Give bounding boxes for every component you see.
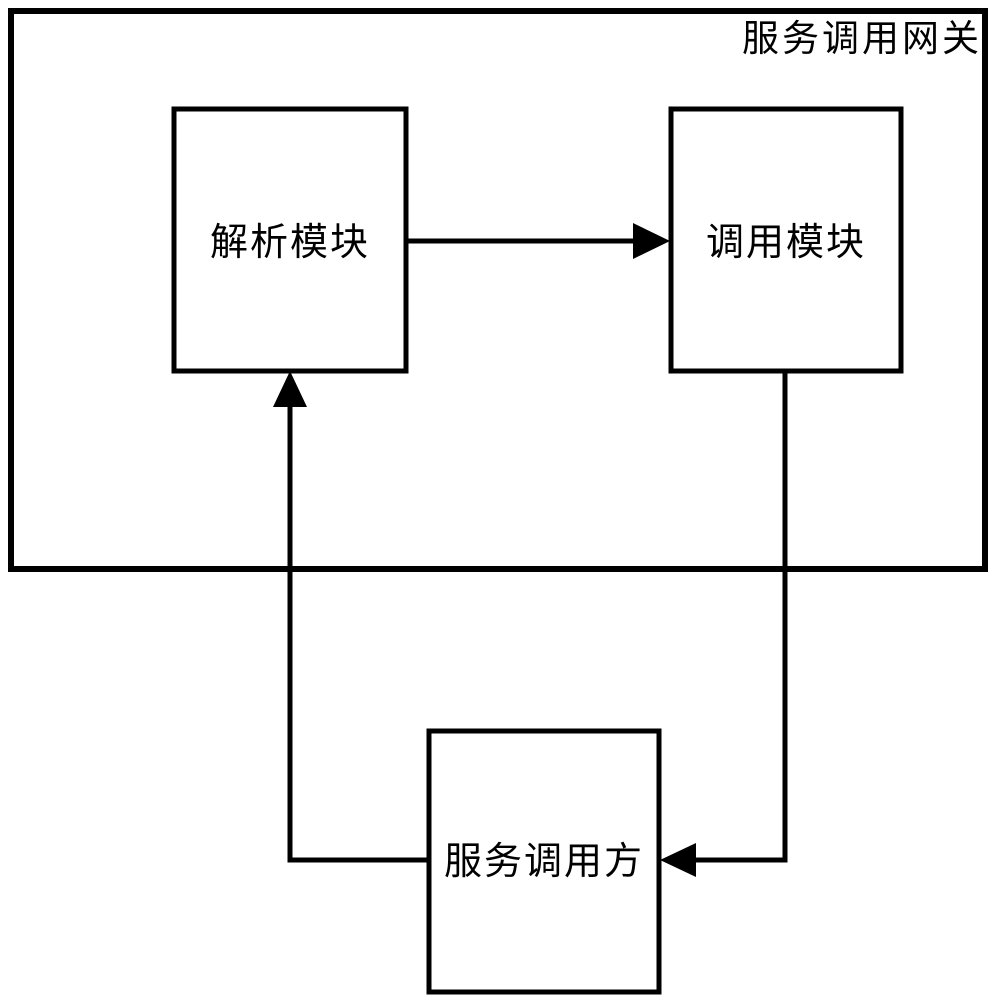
- node-parse-module-label: 解析模块: [210, 222, 370, 264]
- node-parse-module-box[interactable]: [171, 106, 409, 374]
- gateway-container-box: [8, 8, 988, 572]
- edge-invoke-to-caller-arrowhead: [660, 843, 696, 877]
- edge-caller-to-parse-line: [287, 392, 427, 863]
- edge-parse-to-invoke-arrowhead: [633, 223, 670, 259]
- gateway-title-label: 服务调用网关: [742, 19, 982, 60]
- node-service-caller-label: 服务调用方: [444, 841, 644, 883]
- node-invoke-module-label: 调用模块: [706, 222, 866, 264]
- node-invoke-module-box[interactable]: [668, 106, 904, 374]
- edge-invoke-to-caller-line: [678, 373, 788, 863]
- edge-caller-to-parse-arrowhead: [273, 371, 307, 407]
- node-service-caller-box[interactable]: [426, 728, 662, 995]
